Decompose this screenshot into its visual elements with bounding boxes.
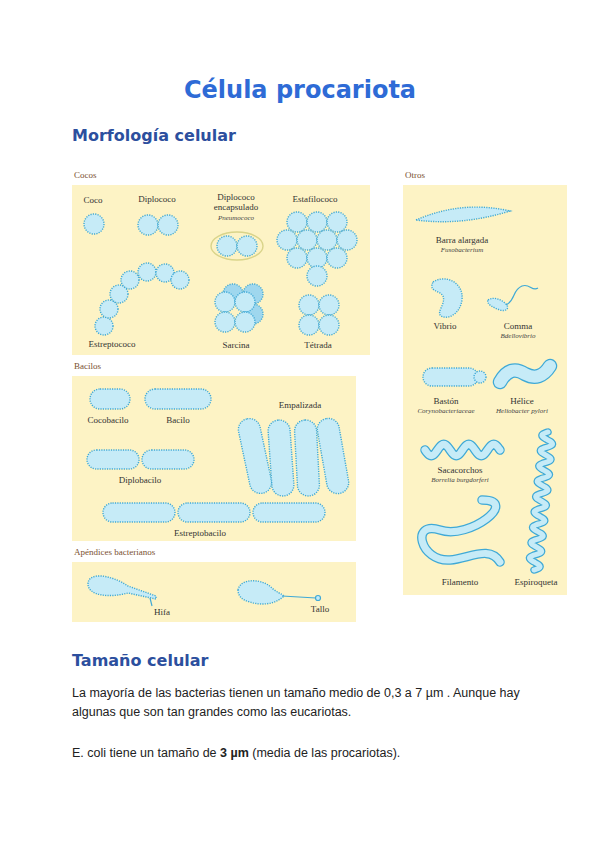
section-heading: Morfología celular	[72, 127, 236, 145]
body-text: E. coli tiene un tamaño de	[72, 746, 217, 760]
bold-value: 3 µm	[220, 746, 249, 760]
shape-label: Hélice	[510, 397, 533, 407]
cell-body	[529, 432, 552, 570]
shape-label: Pneumococo	[218, 215, 254, 223]
shape-label: Cocobacilo	[88, 416, 129, 426]
body-text: E. coli tiene un tamaño de3 µm(media de …	[72, 746, 404, 760]
shape-label: Comma	[504, 322, 533, 332]
shape-label: Estafilococo	[293, 195, 338, 205]
cell-outline	[425, 444, 500, 455]
shape-label: Bacilo	[166, 416, 190, 426]
shape-label: Sarcina	[223, 341, 250, 351]
cell-body	[422, 500, 500, 562]
panel-heading: Apéndices bacterianos	[74, 547, 155, 557]
shape-label: Coco	[84, 196, 103, 206]
shape-label: Borrelia burgdorferi	[431, 477, 489, 485]
shape-label: Tétrada	[304, 341, 331, 351]
helical-cells	[422, 366, 553, 570]
cell-outline	[529, 432, 552, 570]
shape-label: Filamento	[442, 578, 479, 588]
figure-panel: Otros	[403, 185, 567, 595]
page-title: Célula procariota	[0, 76, 600, 104]
panel-heading: Cocos	[74, 170, 97, 180]
shape-label: Diplococo encapsulado	[207, 193, 265, 213]
body-text: (media de las procariotas).	[252, 746, 400, 760]
cell-outline	[422, 500, 500, 562]
section-heading: Tamaño celular	[72, 652, 208, 670]
cell-body	[425, 444, 500, 455]
shape-label: Vibrio	[434, 322, 457, 332]
cell-body	[500, 366, 550, 382]
shape-label: Tallo	[311, 605, 329, 615]
shape-label: Corynobacteriaceae	[417, 408, 474, 416]
shape-label: Bdellovibrio	[501, 333, 536, 341]
shape-label: Estreptobacilo	[174, 529, 226, 539]
shape-label: Diplobacilo	[119, 476, 162, 486]
body-text: La mayoría de las bacterias tienen un ta…	[72, 684, 527, 723]
cell-outline	[500, 366, 550, 382]
shape-label: Hifa	[154, 608, 170, 618]
shape-label: Fusobacterium	[441, 247, 483, 255]
cells	[84, 207, 510, 604]
panel-heading: Bacilos	[74, 361, 101, 371]
shape-label: Espiroqueta	[515, 578, 558, 588]
shape-label: Heliobacter pylori	[496, 408, 548, 416]
shape-label: Diplococo	[138, 195, 176, 205]
shape-label: Bastón	[433, 397, 458, 407]
shape-label: Barra alargada	[436, 236, 489, 246]
panel-grounds	[72, 185, 567, 622]
shape-label: Sacacorchos	[438, 466, 483, 476]
shape-label: Estreptococo	[89, 340, 136, 350]
fine-lines	[150, 285, 538, 606]
shape-label: Empalizada	[279, 401, 321, 411]
panel-heading: Otros	[405, 170, 425, 180]
